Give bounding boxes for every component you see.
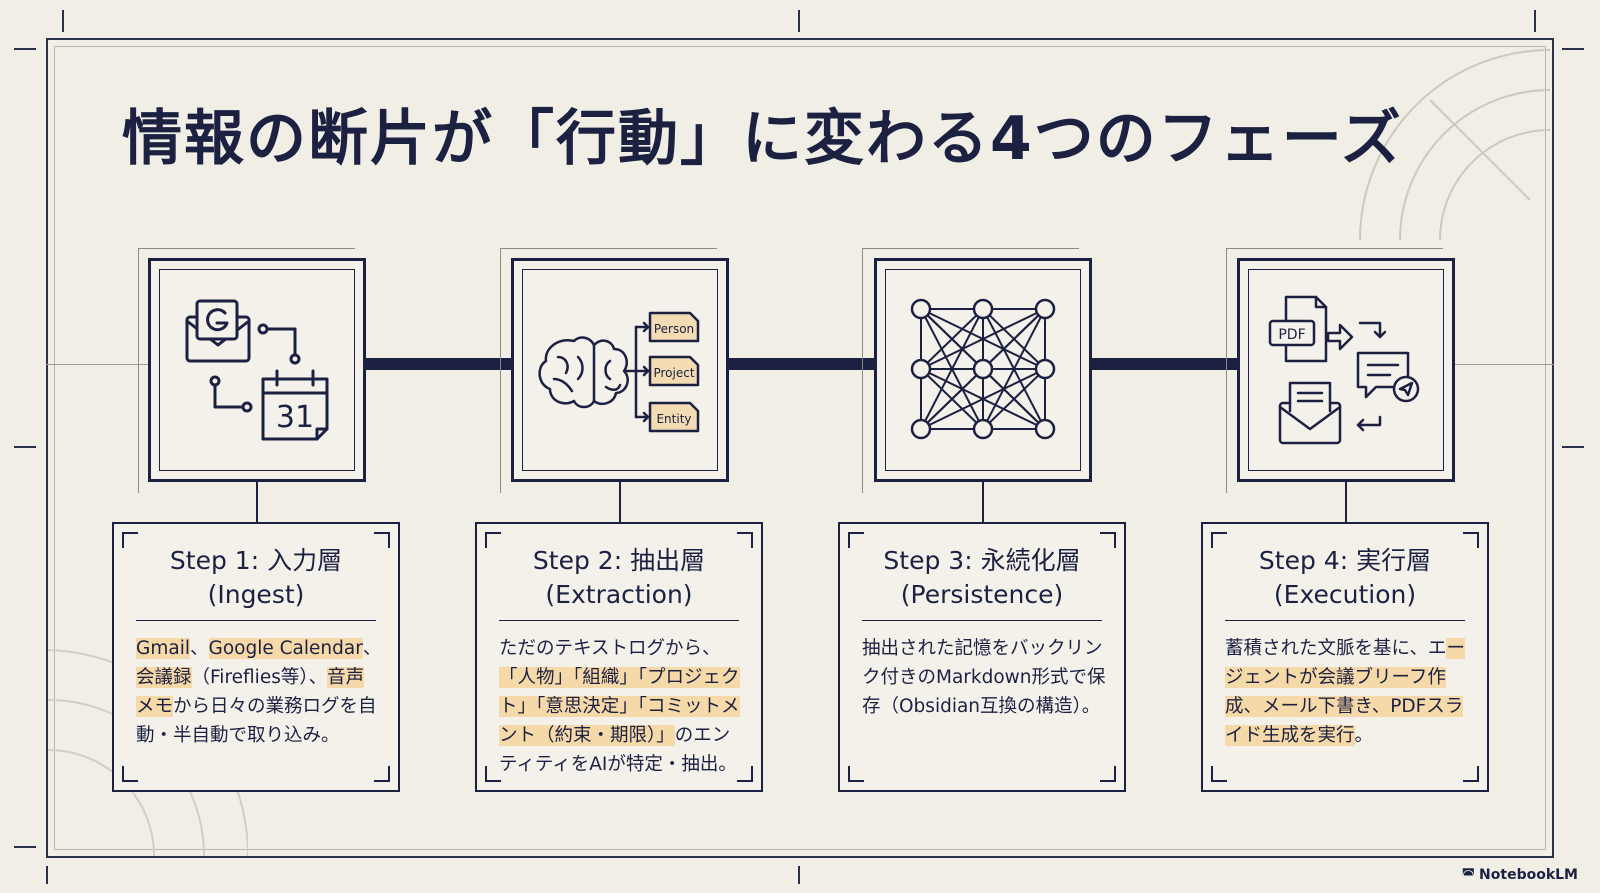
frame-tick (14, 48, 36, 50)
step2-icon-box: Person Project Entity (511, 258, 729, 482)
network-edge (920, 308, 984, 370)
body-text: のエンティティをAIが特定・抽出。 (499, 725, 737, 775)
icon-box-shadow (500, 248, 717, 493)
network-edge (920, 368, 1046, 430)
step3-icon-box (874, 258, 1092, 482)
step3-card: Step 3: 永続化層 (Persistence) 抽出された記憶をバックリン… (838, 522, 1126, 792)
frame-tick (14, 846, 36, 848)
body-text: ただのテキストログから、 (499, 638, 721, 659)
step4-title: Step 4: 実行層 (Execution) (1258, 546, 1432, 609)
frame-tick (1562, 48, 1584, 50)
network-node (972, 358, 994, 380)
frame-tick (798, 10, 800, 32)
slide-frame (46, 38, 1554, 858)
person-tag-label: Person (654, 322, 694, 336)
frame-tick (62, 10, 64, 32)
frame-tick (1534, 10, 1536, 32)
step4-icon-box: PDF (1237, 258, 1455, 482)
step1-description: Gmail、Google Calendar、会議録（Fireflies等）、音声… (136, 634, 382, 750)
step-stem (982, 482, 984, 522)
svg-text:31: 31 (276, 400, 314, 435)
step2-card: Step 2: 抽出層 (Extraction) ただのテキストログから、「人物… (475, 522, 763, 792)
network-icon (910, 298, 1056, 440)
step4-card: Step 4: 実行層 (Execution) 蓄積された文脈を基に、エージェン… (1201, 522, 1489, 792)
icon-box-shadow (1226, 248, 1443, 493)
network-edge (982, 368, 1046, 430)
highlighted-text: Google Calendar (208, 638, 363, 659)
network-node (1034, 298, 1056, 320)
step1-title: Step 1: 入力層 (Ingest) (169, 546, 343, 609)
step1-icon-box: 31 (148, 258, 366, 482)
network-node (910, 358, 932, 380)
step4-description: 蓄積された文脈を基に、エージェントが会議ブリーフ作成、メール下書き、PDFスライ… (1225, 634, 1471, 750)
flow-connector (364, 358, 512, 370)
project-tag-label: Project (653, 366, 694, 380)
slide-inner-frame (54, 46, 1546, 850)
frame-tick (1562, 446, 1584, 448)
step-stem (1345, 482, 1347, 522)
frame-tick (798, 866, 800, 884)
body-text: 、 (189, 638, 209, 659)
flow-connector (727, 358, 875, 370)
pdf-label: PDF (1278, 327, 1305, 343)
network-edge (920, 308, 1046, 370)
ingest-icon: 31 (185, 299, 329, 441)
body-text: から日々の業務ログを自動・半自動で取り込み。 (136, 696, 377, 746)
page-title: 情報の断片が「行動」に変わる4つのフェーズ (122, 104, 1403, 174)
step3-description: 抽出された記憶をバックリンク付きのMarkdown形式で保存（Obsidian互… (862, 634, 1108, 721)
icon-box-shadow (862, 248, 1079, 493)
body-text: 、 (362, 638, 382, 659)
entity-tag-label: Entity (656, 412, 691, 426)
frame-tick (14, 446, 36, 448)
icon-box-shadow (138, 248, 355, 493)
step2-description: ただのテキストログから、「人物」「組織」「プロジェクト」「意思決定」「コミットメ… (499, 634, 745, 779)
step-stem (256, 482, 258, 522)
step1-card: Step 1: 入力層 (Ingest) Gmail、Google Calend… (112, 522, 400, 792)
body-text: 抽出された記憶をバックリンク付きのMarkdown形式で保存（Obsidian互… (862, 638, 1106, 717)
step3-title: Step 3: 永続化層 (Persistence) (883, 546, 1081, 609)
network-node (910, 298, 932, 320)
extraction-icon: Person Project Entity (538, 311, 700, 433)
highlighted-text: 会議録 (136, 667, 192, 688)
highlighted-text: 「人物」「組織」「プロジェクト」「意思決定」「コミットメント（約束・期限）」 (499, 667, 740, 746)
flow-connector (1090, 358, 1238, 370)
notebooklm-brand: ◚NotebookLM (1461, 867, 1578, 883)
frame-tick (46, 866, 48, 884)
network-node (1034, 418, 1056, 440)
highlighted-text: Gmail (136, 638, 190, 659)
body-text: （Fireflies等）、 (191, 667, 328, 688)
network-node (972, 418, 994, 440)
network-node (1034, 358, 1056, 380)
network-node (910, 418, 932, 440)
step2-title: Step 2: 抽出層 (Extraction) (532, 546, 706, 609)
execution-icon: PDF (1268, 295, 1420, 445)
network-node (972, 298, 994, 320)
network-edge (920, 368, 984, 430)
body-text: 蓄積された文脈を基に、エ (1225, 638, 1447, 659)
notebooklm-logo-icon: ◚ (1461, 867, 1476, 883)
step-stem (619, 482, 621, 522)
decorative-arcs-top-right (1359, 49, 1550, 240)
body-text: 。 (1354, 725, 1374, 746)
